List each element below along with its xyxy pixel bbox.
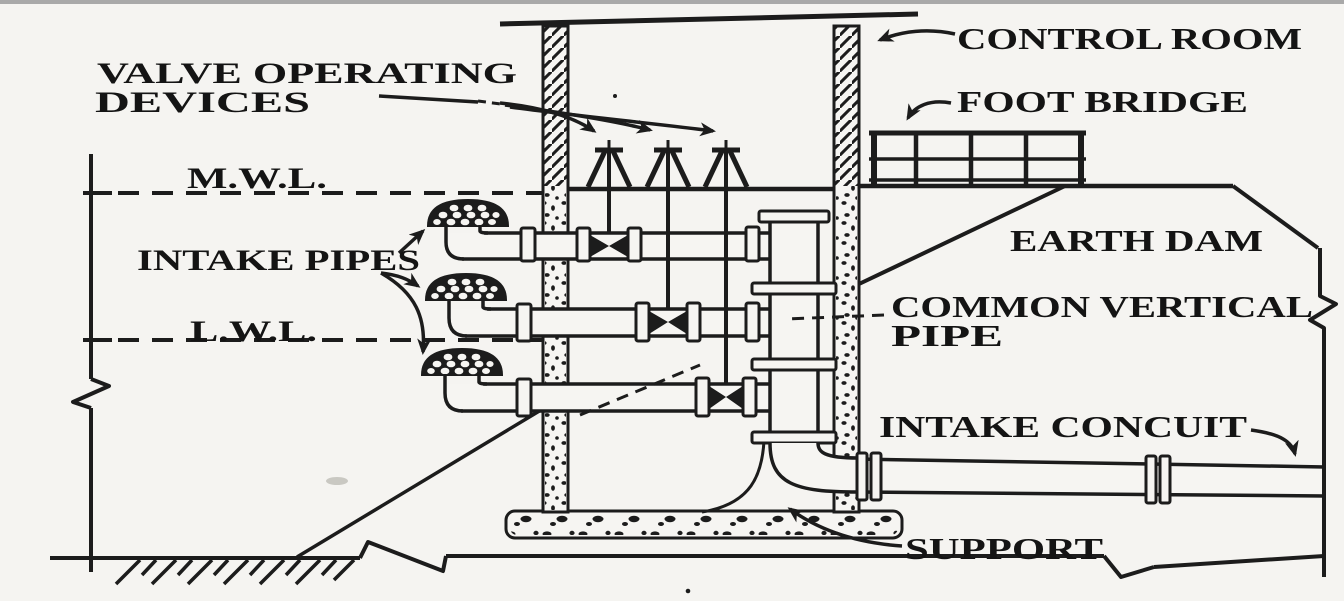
leader-lines <box>378 28 1299 548</box>
intake-pipe-2-body <box>449 309 770 336</box>
vod-arrow-3 <box>509 105 716 137</box>
vod-leader-stem <box>378 94 479 104</box>
valve-operating-devices-group <box>585 140 750 383</box>
label-common-vertical-pipe-line2: PIPE <box>891 318 1003 353</box>
left-boundary-break <box>71 377 111 410</box>
foot-bridge-leader <box>906 100 952 121</box>
earth-dam-outline <box>858 184 1320 286</box>
flange <box>741 376 758 418</box>
label-mwl: M.W.L. <box>187 162 327 195</box>
pipework <box>421 199 1326 505</box>
labels: VALVE OPERATING DEVICES M.W.L. INTAKE PI… <box>95 21 1313 566</box>
vertical-pipe-cap-flange <box>757 209 831 224</box>
ground-break-right <box>1102 554 1155 579</box>
tower-left-wall-hatch <box>543 26 568 186</box>
vertical-pipe-tee-flange <box>750 430 838 445</box>
valve-3-left-wedge <box>709 386 726 409</box>
ground-break-left <box>358 540 448 573</box>
control-room-leader <box>877 28 956 42</box>
dam-right-edge-line <box>1308 248 1338 577</box>
valve-operating-device-2 <box>644 140 692 308</box>
common-vertical-pipe-shape <box>750 209 859 494</box>
flange <box>744 225 761 263</box>
slab-texture <box>510 514 898 535</box>
excavation-slope-line <box>296 408 542 559</box>
vertical-pipe-body <box>770 221 818 447</box>
label-lwl: L.W.L. <box>190 315 317 348</box>
foundation-line-right <box>1153 554 1325 569</box>
label-valve-operating-devices-line1: VALVE OPERATING <box>97 57 517 90</box>
label-control-room: CONTROL ROOM <box>957 21 1302 56</box>
elbow-fill <box>770 443 858 492</box>
intake-pipes-arrow-3 <box>380 271 432 355</box>
label-intake-conduit: INTAKE CONCUIT <box>879 409 1247 444</box>
flange <box>515 377 533 418</box>
vertical-pipe-lines <box>768 221 820 443</box>
elbow-inner <box>816 442 859 460</box>
conduit-flange <box>855 451 869 502</box>
flange <box>634 301 651 343</box>
vertical-pipe-tee-flange <box>750 281 838 296</box>
valve-operating-device-1 <box>585 140 633 232</box>
support-leader <box>787 507 903 548</box>
dam-upstream-slope <box>858 184 1066 286</box>
valve-3-right-wedge <box>726 386 743 409</box>
flange <box>626 226 643 263</box>
dam-downstream-slope <box>1231 184 1320 250</box>
valve-1-right-wedge <box>609 235 628 257</box>
label-intake-pipes: INTAKE PIPES <box>137 244 420 277</box>
scan-specks <box>326 94 691 594</box>
valve-2-left-wedge <box>649 311 668 334</box>
intake-conduit-shape <box>855 451 1326 505</box>
gate-valves <box>590 235 743 409</box>
control-room-roof <box>499 11 919 27</box>
label-earth-dam: EARTH DAM <box>1010 223 1263 258</box>
flange <box>744 301 761 343</box>
vertical-pipe-tee-flange <box>750 357 838 372</box>
conduit-flange <box>1144 454 1158 505</box>
dam-right-edge <box>1308 248 1338 577</box>
intake-tower <box>499 11 919 514</box>
conduit-flange <box>869 451 883 502</box>
flange <box>694 376 711 418</box>
flange <box>575 226 592 263</box>
tower-right-wall-hatch <box>834 26 859 186</box>
support-fillet <box>701 440 766 514</box>
label-valve-operating-devices-line2: DEVICES <box>95 86 310 119</box>
valve-operating-device-3 <box>702 140 750 383</box>
tower-left-wall-speckle <box>545 186 566 510</box>
label-support: SUPPORT <box>905 531 1103 566</box>
conduit-lines <box>855 457 1326 498</box>
conduit-body <box>856 459 1325 494</box>
tower-right-wall-speckle <box>836 186 857 510</box>
hidden-edge-dashed <box>579 363 701 417</box>
flange <box>519 226 537 263</box>
intake-pipes-arrow-1 <box>397 228 426 255</box>
intake-conduit-leader <box>1250 428 1299 457</box>
foot-bridge-structure <box>858 130 1233 189</box>
scan-top-border <box>0 0 1344 4</box>
flange <box>685 301 702 343</box>
common-vertical-pipe-leader <box>785 313 885 321</box>
valve-2-right-wedge <box>668 311 687 334</box>
label-foot-bridge: FOOT BRIDGE <box>957 84 1248 119</box>
conduit-flange <box>1158 454 1172 505</box>
ground-hatching <box>114 558 356 586</box>
ground-lines <box>50 408 1325 586</box>
flange <box>515 302 533 343</box>
elbow-outer <box>768 442 859 494</box>
valve-1-left-wedge <box>590 235 609 257</box>
label-common-vertical-pipe-line1: COMMON VERTICAL <box>891 289 1313 324</box>
water-levels <box>71 154 542 572</box>
